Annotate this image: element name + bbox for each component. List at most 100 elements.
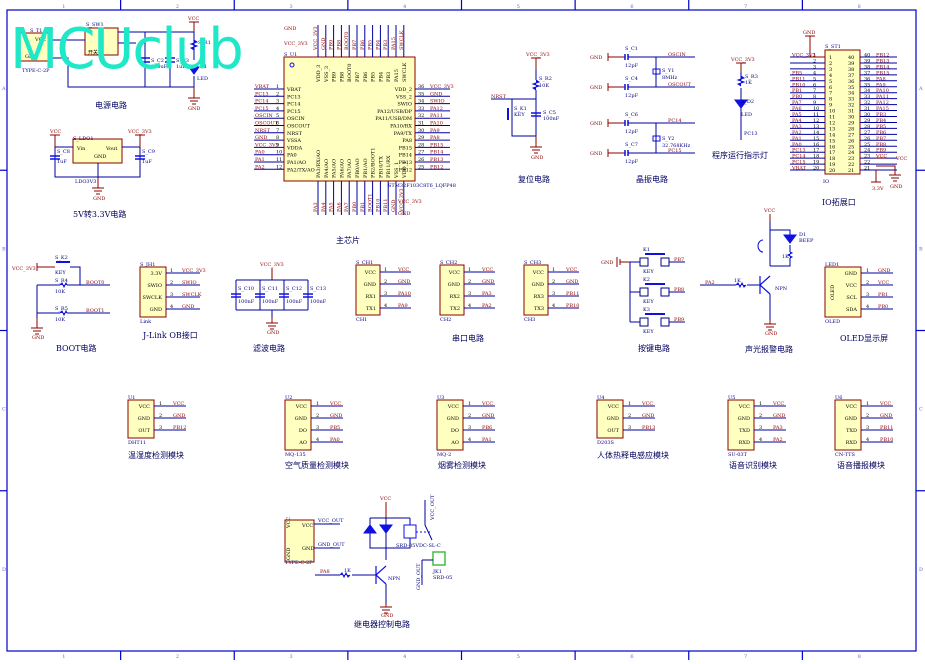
- mcu-pin-number: 7: [276, 128, 279, 134]
- mcu-pin-name: PB2/BOOT1: [371, 148, 377, 178]
- oled-title: OLED显示屏: [840, 334, 888, 343]
- mcu-pin-number: 2: [276, 91, 279, 97]
- relay-terminal-jk1: [432, 551, 446, 566]
- io-pin-inner-number: 23: [848, 156, 854, 162]
- column-label-top: 6: [630, 4, 633, 10]
- mcu-pin-number: 32: [418, 113, 424, 119]
- serial-pin-name: VCC: [364, 270, 376, 276]
- mcu-pin-name: PC14: [287, 102, 301, 108]
- pin1-marker-icon: [289, 62, 295, 68]
- serial-net: VCC: [565, 267, 577, 273]
- oled-pin-number: 3: [866, 292, 869, 298]
- key-ref: K3: [643, 307, 650, 313]
- io-pin-number: 20: [813, 166, 819, 172]
- serial-pin-number: 3: [552, 291, 555, 297]
- module-net: VCC: [772, 401, 784, 407]
- module-net: PB6: [482, 425, 492, 431]
- serial-connector: [523, 264, 549, 316]
- io-net-left: PC15: [792, 160, 806, 166]
- mcu-net-label: GND: [430, 91, 442, 97]
- module-pin-number: 1: [628, 401, 631, 407]
- io-3v3: 3.3V: [872, 186, 884, 192]
- r2-val: 10K: [539, 83, 549, 89]
- mcu-pin-name: VDD_2: [394, 87, 412, 93]
- io-pin-inner-number: 17: [829, 150, 835, 156]
- serial-pin-name: GND: [532, 282, 544, 288]
- t1-ref: S_T1: [30, 28, 42, 34]
- io-pin-number: 19: [813, 160, 819, 166]
- io-pin-number: 1: [813, 53, 816, 59]
- mcu-pin-name: PC13: [287, 94, 301, 100]
- c8-ref: S_C8: [57, 149, 70, 155]
- io-pin-inner-number: 34: [848, 91, 854, 97]
- io-pin-number: 40: [864, 53, 870, 59]
- mcu-pin-number: 36: [418, 84, 424, 90]
- io-pin-number: 32: [864, 100, 870, 106]
- serial-pin-name: TX2: [450, 306, 460, 312]
- ldo-gnd: GND: [93, 196, 105, 202]
- filter-cap-ref: S_C11: [262, 286, 278, 292]
- alarm-gnd: GND: [765, 331, 777, 337]
- io-net-left: PB5: [792, 70, 802, 76]
- serial-ref: S_CH2: [440, 260, 457, 266]
- key-terminal: [639, 257, 649, 267]
- mcu-vcc33-top: VCC_3V3: [283, 41, 308, 47]
- mcu-net-label: GND: [391, 200, 397, 212]
- mcu-pin-number: 35: [418, 91, 424, 97]
- serial-pin-name: TX1: [366, 306, 376, 312]
- mcu-pin-number: 9: [276, 142, 279, 148]
- relay-circuit: VCC GND VCC GND TYPE-C-2P VCC_OUT GND_OU…: [284, 494, 452, 629]
- serial-pin-number: 3: [468, 291, 471, 297]
- d2-val: LED: [741, 112, 752, 118]
- row-label-right: B: [919, 246, 923, 252]
- oled-pin-name: SCL: [846, 295, 857, 301]
- mcu-net-label: PA4: [321, 202, 327, 212]
- relay-conn-part: TYPE-C-2P: [285, 560, 313, 566]
- mcu-pin-name: VSSA: [286, 138, 301, 144]
- sw-label: 开关: [88, 49, 98, 56]
- relay-conn-pin-vcc: VCC: [286, 517, 292, 529]
- io-pin-inner-number: 20: [829, 168, 835, 174]
- mcu-pin-number: 33: [418, 106, 424, 112]
- crystal-cap-val: 12pF: [625, 159, 639, 165]
- serial-pin-name: VCC: [448, 270, 460, 276]
- mcu-net-label: SWCLK: [399, 30, 405, 50]
- mcu-pin-name: BOOT0: [347, 64, 353, 82]
- crystal-title: 晶振电路: [636, 174, 668, 184]
- mcu-pin-name: PB1/AO: [363, 158, 369, 178]
- module-pin-number: 1: [468, 401, 471, 407]
- ldo-pin-vout: Vout: [105, 146, 117, 152]
- io-net-right: PB12: [876, 53, 889, 59]
- filter-cap-val: 100nF: [238, 299, 255, 305]
- io-pin-inner-number: 22: [848, 162, 854, 168]
- mcu-net-label: SWIO: [430, 99, 445, 105]
- io-net-right: PB13: [876, 58, 889, 64]
- jlink-pin-number: 4: [170, 304, 173, 310]
- module-net: GND: [173, 413, 185, 419]
- alarm-circuit: VCC D1 BEEP 1K NPN 1K PA2 GND 声光报警电路: [700, 208, 814, 354]
- io-net-left: PA3: [792, 124, 802, 130]
- crystal-cap-ref: S_C7: [625, 142, 638, 148]
- io-net-right: PA9: [876, 82, 886, 88]
- module-part: CN-TTS: [835, 452, 855, 458]
- boot-circuit: VCC_3V3 S_K2 KEY S_R4 10K S_R5 10K BOOT0…: [11, 255, 110, 353]
- k1-ref: S_K1: [514, 106, 527, 112]
- ldo-ref: S_LDO1: [73, 136, 94, 142]
- mcu-pin-number: 34: [418, 99, 424, 105]
- io-net-right: PA12: [876, 100, 889, 106]
- led-d1-alarm-icon: [783, 234, 797, 244]
- io-pin-inner-number: 4: [829, 73, 832, 79]
- mcu-pin-number: 10: [276, 150, 282, 156]
- mcu-net-label: PC15: [255, 106, 269, 112]
- mcu-net-label: VCC_3V3: [429, 84, 454, 90]
- jlink-pin-number: 1: [170, 268, 173, 274]
- module-pin-number: 3: [628, 425, 631, 431]
- io-net-left: PB11: [792, 76, 805, 82]
